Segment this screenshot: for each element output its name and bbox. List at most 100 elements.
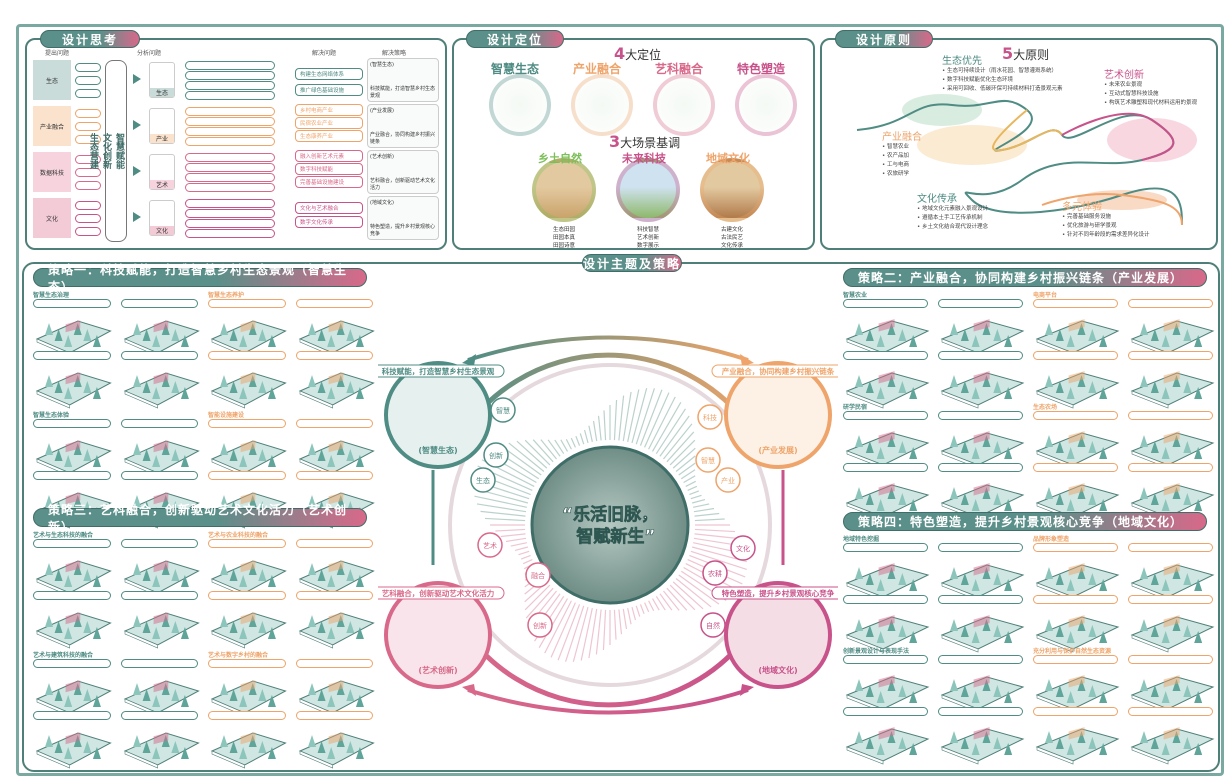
solution-item: 文化与艺术融合 [295, 202, 363, 214]
principle-block: 产业融合智慧农业农产品加工与电商农旅研学 [882, 128, 922, 179]
goal-text: 生态营建 [88, 133, 98, 169]
step-label [208, 591, 286, 600]
isometric-landscape-tile [940, 727, 1025, 765]
scene-items: 生态田园田园本真田园诗意 [532, 226, 596, 250]
step-label [33, 659, 111, 668]
step-label [938, 543, 1023, 552]
solution-item: 生态康养产业 [295, 130, 363, 142]
isometric-landscape-tile [35, 372, 112, 409]
principle-bullets: 生态可持续设计（雨水花园、智慧灌溉系统）数字科技赋能优化生态环境采用可回收、低碳… [942, 67, 1063, 94]
keyword-label: 科技 [703, 413, 717, 422]
isometric-landscape-tile [298, 680, 375, 717]
strategy-section-title: 智慧生态治理 [33, 292, 70, 299]
solution-item: 数字科技赋能 [295, 163, 363, 175]
isometric-landscape-tile [1130, 675, 1215, 713]
isometric-landscape-tile [35, 732, 112, 769]
isometric-landscape-tile [1130, 371, 1215, 409]
step-label [1128, 707, 1213, 716]
isometric-landscape-tile [1035, 727, 1120, 765]
keyword-bubble [477, 532, 503, 558]
step-label [208, 351, 286, 360]
quadrant-banner: 科技赋能，打造智慧乡村生态景观 [382, 366, 495, 376]
step-label [1128, 595, 1213, 604]
arrow-head-icon [740, 354, 754, 366]
goal-text: 智慧赋能 [114, 133, 124, 169]
strategy-header: 策略三：艺科融合，创新驱动艺术文化活力（艺术创新） [33, 503, 367, 534]
principle-bullet: 构筑艺术雕塑和现代材料运用的景观 [1104, 99, 1197, 108]
arrow-icon [133, 120, 141, 130]
strategy-section-title: 电商平台 [1033, 292, 1058, 299]
problem-item [75, 122, 101, 131]
quadrant-tag: (智慧生态) [418, 445, 457, 455]
quadrant-circle [384, 581, 492, 689]
step-label [938, 707, 1023, 716]
scene-photo [532, 158, 596, 222]
strategy-card: (产业发展) 产业融合，协同构建乡村振兴链条 [367, 104, 439, 148]
step-label [295, 711, 373, 720]
position-label: 特色塑造 [737, 62, 786, 76]
problem-item [75, 214, 101, 223]
principle-title: 文化传承 [917, 194, 957, 205]
analysis-card: 艺术 [149, 154, 175, 190]
step-label [1128, 463, 1213, 472]
problem-item [75, 76, 101, 85]
arrow-head-icon [462, 684, 476, 696]
scene-items: 科技智慧艺术创新数字展示 [616, 226, 680, 250]
isometric-landscape-tile [845, 431, 930, 469]
analysis-item [185, 137, 275, 146]
isometric-landscape-tile [210, 440, 287, 477]
principle-bullet: 地域文化元素融入景观设计 [917, 205, 988, 214]
isometric-landscape-tile [1130, 727, 1215, 765]
strategy-desc: 产业融合，协同构建乡村振兴链条 [370, 132, 436, 145]
position-circle [489, 74, 551, 136]
isometric-landscape-tile [845, 371, 930, 409]
principle-title: 艺术创新 [1104, 70, 1144, 81]
position-circle [571, 74, 633, 136]
analysis-label: 文化 [150, 226, 174, 235]
step-label [1033, 595, 1118, 604]
step-label [938, 411, 1023, 420]
isometric-landscape-tile [1035, 371, 1120, 409]
step-label [843, 655, 928, 664]
keyword-label: 农耕 [708, 569, 722, 578]
scene-label: 地域文化 [706, 152, 750, 165]
design-thinking-panel: 提出问题 分析问题 解决问题 解决策略 生态生态(智慧生态)科技赋能，打造智慧乡… [25, 38, 447, 250]
principle-bullet: 智慧农业 [882, 143, 922, 152]
isometric-landscape-tile [123, 320, 200, 357]
analysis-item [185, 219, 275, 228]
analysis-item [185, 127, 275, 136]
problem-item [75, 181, 101, 190]
keyword-bubble [715, 467, 741, 493]
three-label: 大场景基调 [620, 136, 681, 150]
quadrant-banner-bg [711, 364, 838, 378]
step-label [120, 351, 198, 360]
strategy-section-title: 艺术与农业科技的融合 [208, 532, 269, 539]
principle-title: 生态优先 [942, 56, 982, 67]
strategy-section-title: 艺术与建筑科技的融合 [33, 652, 94, 659]
isometric-landscape-tile [845, 319, 930, 357]
isometric-landscape-tile [123, 372, 200, 409]
isometric-landscape-tile [35, 560, 112, 597]
step-label [208, 419, 286, 428]
strategy-section-title: 智慧生态养护 [208, 292, 245, 299]
scene-photo [700, 158, 764, 222]
strategy-desc: 艺科融合，创新驱动艺术文化活力 [370, 178, 436, 191]
step-label [33, 711, 111, 720]
analysis-item [185, 229, 275, 238]
problem-item [75, 109, 101, 118]
bottom-arc [455, 618, 761, 708]
step-label [33, 351, 111, 360]
quadrant-circle [384, 361, 492, 469]
strategy-header: 策略二：产业融合，协同构建乡村振兴链条（产业发展） [843, 268, 1207, 287]
strategy-tag: (产业发展) [370, 108, 394, 114]
solution-item: 推广绿色基础设施 [295, 84, 363, 96]
quadrant-banner: 艺科融合，创新驱动艺术文化活力 [382, 588, 495, 598]
poster-frame [16, 24, 1224, 776]
strategy-section-title: 地域特色挖掘 [843, 536, 880, 543]
step-label [33, 419, 111, 428]
problem-item [75, 168, 101, 177]
isometric-landscape-tile [298, 440, 375, 477]
step-label [1033, 411, 1118, 420]
isometric-landscape-tile [123, 680, 200, 717]
strategy-tag: (智慧生态) [370, 62, 394, 68]
